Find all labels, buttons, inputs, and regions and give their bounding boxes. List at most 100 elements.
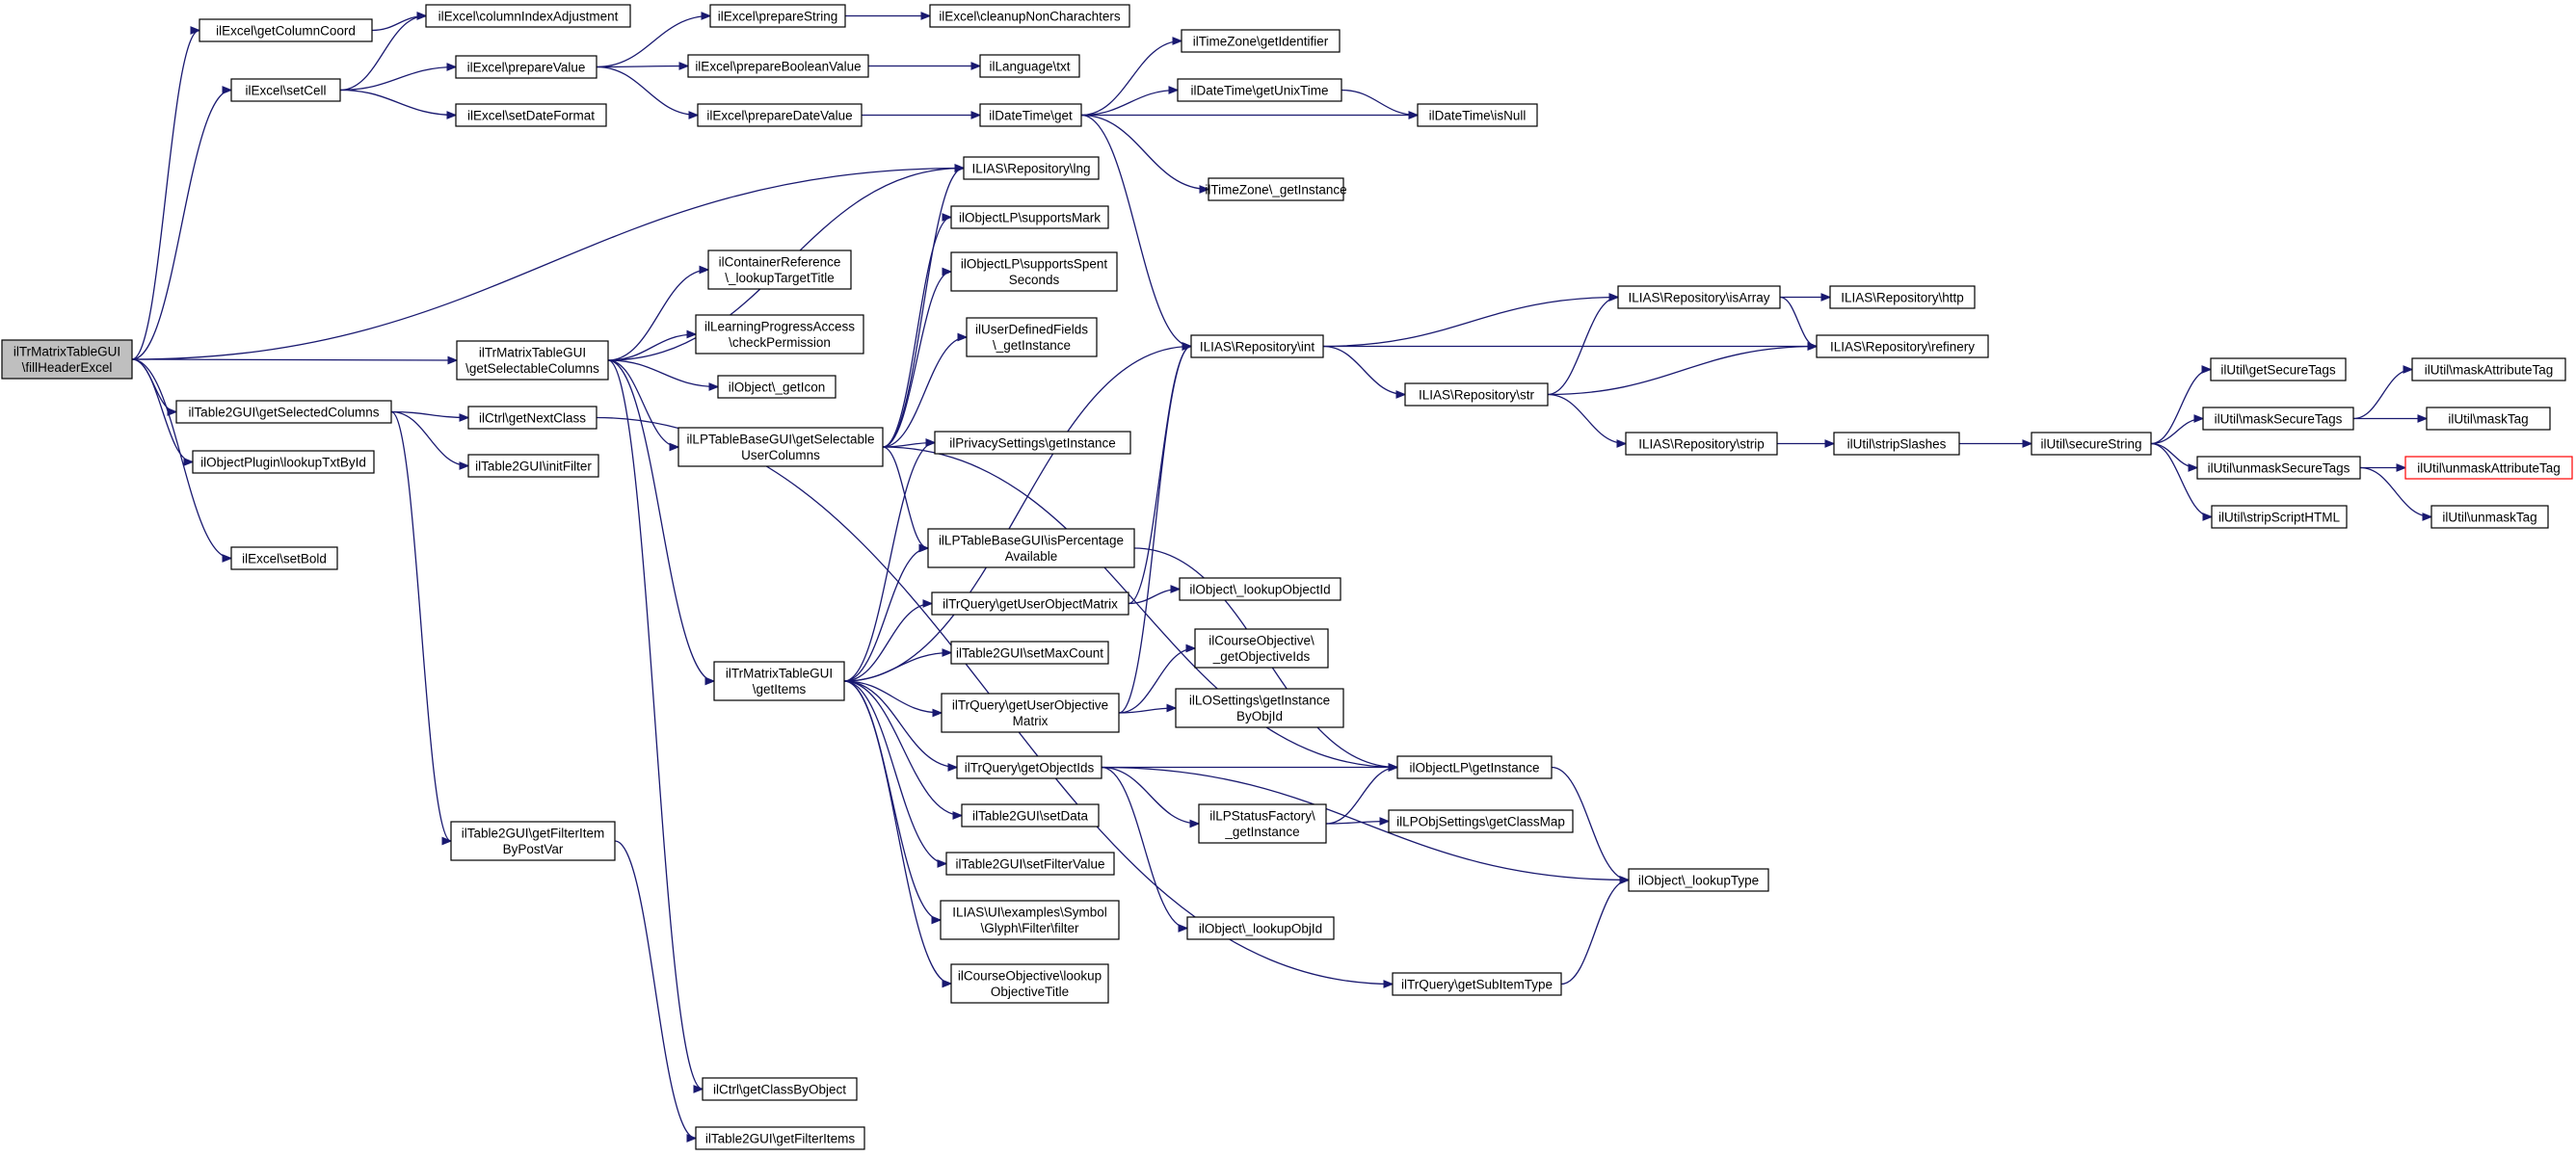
- node-table2-setMaxCount[interactable]: ilTable2GUI\setMaxCount: [950, 641, 1109, 665]
- node-excel-getColumnCoord[interactable]: ilExcel\getColumnCoord: [199, 18, 373, 42]
- node-util-stripSlashes[interactable]: ilUtil\stripSlashes: [1833, 432, 1960, 456]
- node-box: [1816, 334, 1989, 358]
- node-util-secureString[interactable]: ilUtil\secureString: [2031, 432, 2152, 456]
- node-language-txt[interactable]: ilLanguage\txt: [979, 54, 1080, 78]
- node-excel-prepareBooleanValue[interactable]: ilExcel\prepareBooleanValue: [687, 54, 869, 78]
- node-label: ilLPTableBaseGUI\getSelectable: [686, 433, 874, 447]
- node-table2-setFilterValue[interactable]: ilTable2GUI\setFilterValue: [945, 852, 1115, 876]
- node-util-stripScriptHTML[interactable]: ilUtil\stripScriptHTML: [2211, 505, 2348, 529]
- node-label: ilObject\_lookupObjectId: [1189, 582, 1330, 596]
- node-object-lookupType[interactable]: ilObject\_lookupType: [1628, 868, 1769, 892]
- edge-trmatrix-getItems-to-courseobj-lookupObjectiveTitle: [843, 680, 953, 988]
- edge-datetime-getUnixTime-to-datetime-isNull: [1341, 89, 1420, 119]
- node-excel-columnIndexAdjustment[interactable]: ilExcel\columnIndexAdjustment: [425, 4, 631, 28]
- node-ctrl-getClassByObject[interactable]: ilCtrl\getClassByObject: [702, 1077, 858, 1101]
- node-repo-refinery[interactable]: ILIAS\Repository\refinery: [1816, 334, 1989, 358]
- edge-line: [882, 216, 952, 448]
- edge-trmatrix-getItems-to-table2-setFilterValue: [843, 680, 948, 868]
- node-excel-prepareValue[interactable]: ilExcel\prepareValue: [455, 55, 598, 79]
- node-timezone-getInstance[interactable]: ilTimeZone\_getInstance: [1205, 177, 1347, 201]
- node-label: ilTrMatrixTableGUI: [479, 346, 586, 360]
- node-excel-cleanupNonCharachters[interactable]: ilExcel\cleanupNonCharachters: [929, 4, 1130, 28]
- node-label: ilLanguage\txt: [989, 59, 1070, 73]
- node-udf-getInstance[interactable]: ilUserDefinedFields\_getInstance: [966, 317, 1098, 357]
- node-lpaccess-checkPermission[interactable]: ilLearningProgressAccess\checkPermission: [695, 314, 864, 355]
- arrowhead-icon: [2396, 463, 2407, 472]
- node-trmatrix-getSelectableColumns[interactable]: ilTrMatrixTableGUI\getSelectableColumns: [456, 340, 609, 381]
- node-excel-setBold[interactable]: ilExcel\setBold: [230, 546, 338, 570]
- arrowhead-icon: [2022, 439, 2033, 448]
- node-table2-setData[interactable]: ilTable2GUI\setData: [961, 803, 1100, 828]
- node-container-lookupTargetTitle[interactable]: ilContainerReference\_lookupTargetTitle: [707, 250, 852, 290]
- node-objplugin-lookupTxtById[interactable]: ilObjectPlugin\lookupTxtById: [192, 450, 375, 474]
- node-label: ilTable2GUI\setData: [972, 808, 1089, 823]
- node-table2-getSelectedColumns[interactable]: ilTable2GUI\getSelectedColumns: [175, 400, 392, 424]
- node-util-maskTag[interactable]: ilUtil\maskTag: [2426, 407, 2551, 431]
- edge-table2-getFilterItemByPostVar-to-table2-getFilterItems: [614, 840, 698, 1143]
- node-util-unmaskSecureTags[interactable]: ilUtil\unmaskSecureTags: [2196, 456, 2361, 480]
- node-repo-lng[interactable]: ILIAS\Repository\lng: [963, 156, 1100, 180]
- node-label: ilUtil\maskSecureTags: [2215, 411, 2343, 426]
- node-excel-prepareDateValue[interactable]: ilExcel\prepareDateValue: [697, 103, 863, 127]
- node-privacy-getInstance[interactable]: ilPrivacySettings\getInstance: [934, 431, 1131, 455]
- arrowhead-icon: [1820, 293, 1832, 302]
- node-trmatrix-getItems[interactable]: ilTrMatrixTableGUI\getItems: [713, 661, 845, 701]
- node-label: ilTable2GUI\getSelectedColumns: [188, 405, 379, 419]
- arrowhead-icon: [459, 413, 470, 422]
- edge-line: [2359, 466, 2432, 518]
- node-datetime-isNull[interactable]: ilDateTime\isNull: [1417, 103, 1538, 127]
- nodes-layer: ilTrMatrixTableGUI\fillHeaderExcel ilExce…: [1, 4, 2573, 1150]
- node-trquery-getSubItemType[interactable]: ilTrQuery\getSubItemType: [1392, 972, 1562, 996]
- node-excel-prepareString[interactable]: ilExcel\prepareString: [709, 4, 846, 28]
- node-repo-isArray[interactable]: ILIAS\Repository\isArray: [1617, 285, 1781, 309]
- node-util-maskSecureTags[interactable]: ilUtil\maskSecureTags: [2202, 407, 2354, 431]
- node-repo-strip[interactable]: ILIAS\Repository\strip: [1625, 432, 1778, 456]
- node-repo-str[interactable]: ILIAS\Repository\str: [1404, 382, 1549, 407]
- arrowhead-icon: [2201, 365, 2213, 374]
- node-lpobjsettings-getClassMap[interactable]: ilLPObjSettings\getClassMap: [1388, 809, 1574, 833]
- node-root[interactable]: ilTrMatrixTableGUI\fillHeaderExcel: [1, 339, 133, 380]
- node-objlp-supportsMark[interactable]: ilObjectLP\supportsMark: [950, 205, 1109, 229]
- node-box: [1833, 432, 1960, 456]
- edge-line: [607, 359, 719, 388]
- node-courseobj-getObjectiveIds[interactable]: ilCourseObjective\_getObjectiveIds: [1194, 628, 1329, 669]
- node-object-lookupObjId[interactable]: ilObject\_lookupObjId: [1186, 916, 1335, 940]
- node-datetime-get[interactable]: ilDateTime\get: [979, 103, 1082, 127]
- node-excel-setDateFormat[interactable]: ilExcel\setDateFormat: [455, 103, 607, 127]
- node-util-getSecureTags[interactable]: ilUtil\getSecureTags: [2210, 357, 2347, 381]
- node-trquery-getUserObjectMatrix[interactable]: ilTrQuery\getUserObjectMatrix: [931, 591, 1129, 616]
- edge-line: [1551, 766, 1630, 881]
- node-datetime-getUnixTime[interactable]: ilDateTime\getUnixTime: [1177, 78, 1342, 102]
- node-glyph-filter[interactable]: ILIAS\UI\examples\Symbol\Glyph\Filter\fi…: [940, 900, 1120, 940]
- node-trquery-getObjectIds[interactable]: ilTrQuery\getObjectIds: [956, 755, 1102, 779]
- node-object-lookupObjectId[interactable]: ilObject\_lookupObjectId: [1179, 577, 1341, 601]
- node-repo-int[interactable]: ILIAS\Repository\int: [1190, 334, 1324, 358]
- edge-lpstatus-getInstance-to-objlp-getInstance: [1325, 763, 1399, 825]
- node-object-getIcon[interactable]: ilObject\_getIcon: [717, 375, 837, 399]
- node-box: [713, 661, 845, 701]
- node-util-maskAttributeTag[interactable]: ilUtil\maskAttributeTag: [2411, 357, 2566, 381]
- node-repo-http[interactable]: ILIAS\Repository\http: [1829, 285, 1976, 309]
- node-lpstatus-getInstance[interactable]: ilLPStatusFactory\_getInstance: [1198, 803, 1327, 844]
- edge-line: [882, 446, 1398, 769]
- node-util-unmaskTag[interactable]: ilUtil\unmaskTag: [2430, 505, 2549, 529]
- node-table2-initFilter[interactable]: ilTable2GUI\initFilter: [467, 454, 599, 478]
- node-box: [1177, 78, 1342, 102]
- node-ctrl-getNextClass[interactable]: ilCtrl\getNextClass: [467, 406, 598, 430]
- node-objlp-getInstance[interactable]: ilObjectLP\getInstance: [1396, 755, 1553, 779]
- edge-util-unmaskSecureTags-to-util-unmaskTag: [2359, 466, 2433, 521]
- node-lptable-getSelectableUserColumns[interactable]: ilLPTableBaseGUI\getSelectableUserColumn…: [677, 427, 884, 467]
- node-excel-setCell[interactable]: ilExcel\setCell: [230, 78, 341, 102]
- node-box: [1175, 688, 1344, 728]
- node-util-unmaskAttributeTag[interactable]: ilUtil\unmaskAttributeTag: [2404, 456, 2573, 480]
- edge-trmatrix-getItems-to-glyph-filter: [843, 680, 943, 925]
- edge-line: [390, 410, 452, 842]
- node-table2-getFilterItems[interactable]: ilTable2GUI\getFilterItems: [695, 1126, 865, 1150]
- node-timezone-getIdentifier[interactable]: ilTimeZone\getIdentifier: [1181, 29, 1341, 53]
